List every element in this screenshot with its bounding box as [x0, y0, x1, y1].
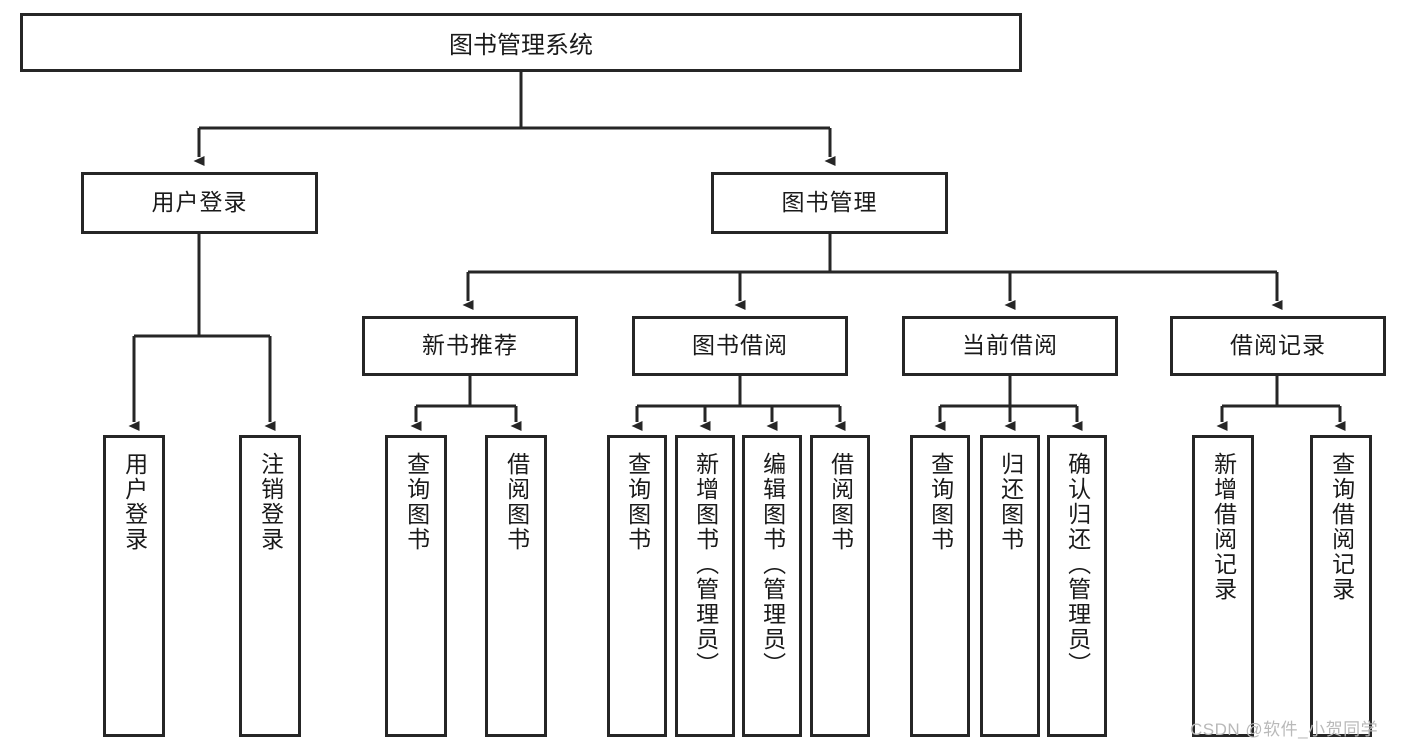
watermark-text: CSDN @软件_小贺同学 — [1190, 720, 1379, 739]
node-label: 查询图书 — [403, 452, 430, 552]
leaf-current-return-book[interactable]: 归还图书 — [980, 435, 1040, 737]
node-label: 用户登录 — [121, 452, 148, 552]
node-label: 新增图书（管理员） — [692, 452, 719, 677]
leaf-recommend-query-book[interactable]: 查询图书 — [385, 435, 447, 737]
leaf-user-login-login[interactable]: 用户登录 — [103, 435, 165, 737]
node-label: 新增借阅记录 — [1210, 452, 1237, 602]
node-label: 归还图书 — [997, 452, 1024, 552]
leaf-recommend-borrow-book[interactable]: 借阅图书 — [485, 435, 547, 737]
leaf-current-query-book[interactable]: 查询图书 — [910, 435, 970, 737]
node-label: 查询借阅记录 — [1328, 452, 1355, 602]
node-borrow-records[interactable]: 借阅记录 — [1170, 316, 1386, 376]
leaf-records-add-record[interactable]: 新增借阅记录 — [1192, 435, 1254, 737]
leaf-records-query-record[interactable]: 查询借阅记录 — [1310, 435, 1372, 737]
node-label: 新书推荐 — [422, 332, 518, 359]
node-label: 图书管理系统 — [449, 32, 593, 59]
leaf-user-login-logout[interactable]: 注销登录 — [239, 435, 301, 737]
node-label: 确认归还（管理员） — [1064, 452, 1091, 677]
leaf-borrow-add-book-admin[interactable]: 新增图书（管理员） — [675, 435, 735, 737]
leaf-borrow-query-book[interactable]: 查询图书 — [607, 435, 667, 737]
node-label: 图书管理 — [781, 189, 878, 216]
node-root-system[interactable]: 图书管理系统 — [20, 13, 1022, 72]
node-new-book-recommend[interactable]: 新书推荐 — [362, 316, 578, 376]
leaf-current-confirm-return-admin[interactable]: 确认归还（管理员） — [1047, 435, 1107, 737]
node-label: 借阅记录 — [1230, 332, 1326, 359]
node-label: 注销登录 — [257, 452, 284, 552]
node-label: 借阅图书 — [503, 452, 530, 552]
node-label: 查询图书 — [927, 452, 954, 552]
leaf-borrow-borrow-book[interactable]: 借阅图书 — [810, 435, 870, 737]
node-user-login[interactable]: 用户登录 — [81, 172, 318, 234]
node-label: 当前借阅 — [962, 332, 1058, 359]
node-label: 图书借阅 — [692, 332, 788, 359]
node-label: 查询图书 — [624, 452, 651, 552]
leaf-borrow-edit-book-admin[interactable]: 编辑图书（管理员） — [742, 435, 802, 737]
node-book-borrow[interactable]: 图书借阅 — [632, 316, 848, 376]
node-label: 借阅图书 — [827, 452, 854, 552]
node-current-borrow[interactable]: 当前借阅 — [902, 316, 1118, 376]
node-book-management[interactable]: 图书管理 — [711, 172, 948, 234]
node-label: 用户登录 — [151, 189, 248, 216]
node-label: 编辑图书（管理员） — [759, 452, 786, 677]
